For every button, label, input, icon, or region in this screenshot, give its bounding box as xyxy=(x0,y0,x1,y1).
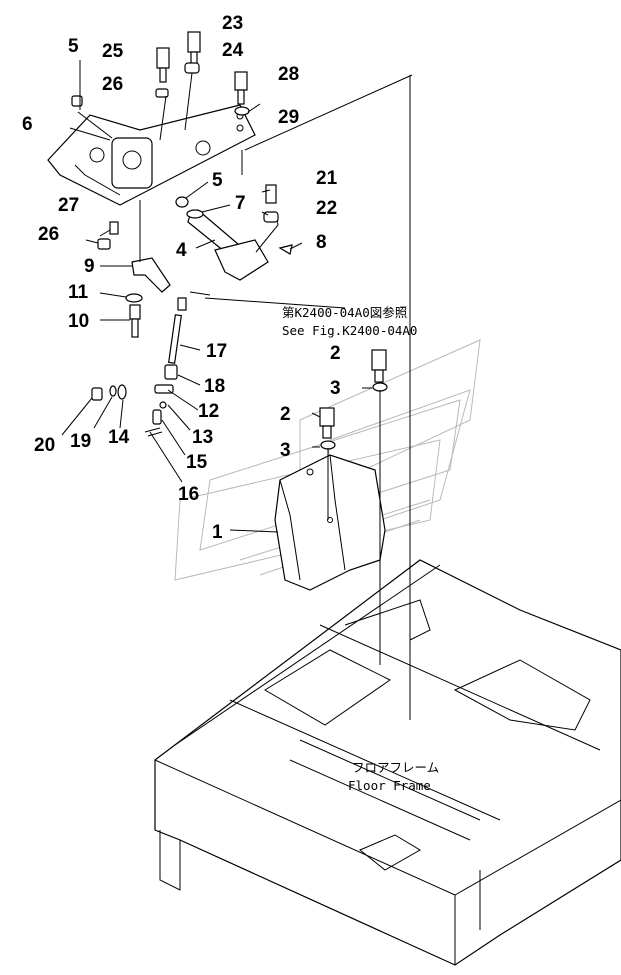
callout-24: 24 xyxy=(222,40,244,61)
callout-19: 19 xyxy=(70,431,91,452)
callout-21: 21 xyxy=(316,168,338,189)
leader-lines xyxy=(61,60,413,720)
reference-note: 第K2400-04A0図参照 See Fig.K2400-04A0 xyxy=(282,305,417,338)
callout-2: 2 xyxy=(280,404,291,425)
pedal-bracket-part-6 xyxy=(47,104,256,206)
callout-18: 18 xyxy=(204,376,225,397)
callout-5: 5 xyxy=(68,36,79,57)
bracket-part-1 xyxy=(274,454,386,591)
callout-10: 10 xyxy=(68,311,89,332)
fasteners xyxy=(71,31,388,450)
callout-labels: 23 5 25 24 26 28 29 6 5 21 7 27 22 26 8 … xyxy=(22,13,341,543)
callout-12: 12 xyxy=(198,401,219,422)
callout-25: 25 xyxy=(102,41,124,62)
callout-13: 13 xyxy=(192,427,213,448)
callout-23: 23 xyxy=(222,13,243,34)
callout-9: 9 xyxy=(84,256,95,277)
pedal-lever-part-4 xyxy=(187,209,279,281)
callout-8: 8 xyxy=(316,232,327,253)
reference-note-jp: 第K2400-04A0図参照 xyxy=(282,305,407,320)
floor-frame-label: フロアフレーム Floor Frame xyxy=(348,760,439,793)
callout-22: 22 xyxy=(316,198,337,219)
callout-20: 20 xyxy=(34,435,55,456)
callout-5: 5 xyxy=(212,170,223,191)
callout-3: 3 xyxy=(280,440,291,461)
floor-frame-label-jp: フロアフレーム xyxy=(352,760,439,775)
callout-4: 4 xyxy=(176,240,187,261)
callout-6: 6 xyxy=(22,114,33,135)
callout-27: 27 xyxy=(58,195,79,216)
floor-frame-label-en: Floor Frame xyxy=(348,778,431,793)
callout-7: 7 xyxy=(235,193,246,214)
callout-1: 1 xyxy=(212,522,223,543)
callout-17: 17 xyxy=(206,341,227,362)
callout-3: 3 xyxy=(330,378,341,399)
vent-mesh-right xyxy=(195,140,211,156)
callout-26: 26 xyxy=(102,74,123,95)
callout-28: 28 xyxy=(278,64,299,85)
callout-2: 2 xyxy=(330,343,341,364)
reference-note-en: See Fig.K2400-04A0 xyxy=(282,323,417,338)
callout-16: 16 xyxy=(178,484,199,505)
vent-mesh-left xyxy=(89,147,105,163)
linkage-arm-part-9 xyxy=(131,200,171,293)
callout-11: 11 xyxy=(68,282,89,303)
callout-14: 14 xyxy=(108,427,130,448)
floor-frame xyxy=(154,559,621,966)
callout-15: 15 xyxy=(186,452,208,473)
callout-29: 29 xyxy=(278,107,299,128)
callout-26: 26 xyxy=(38,224,59,245)
